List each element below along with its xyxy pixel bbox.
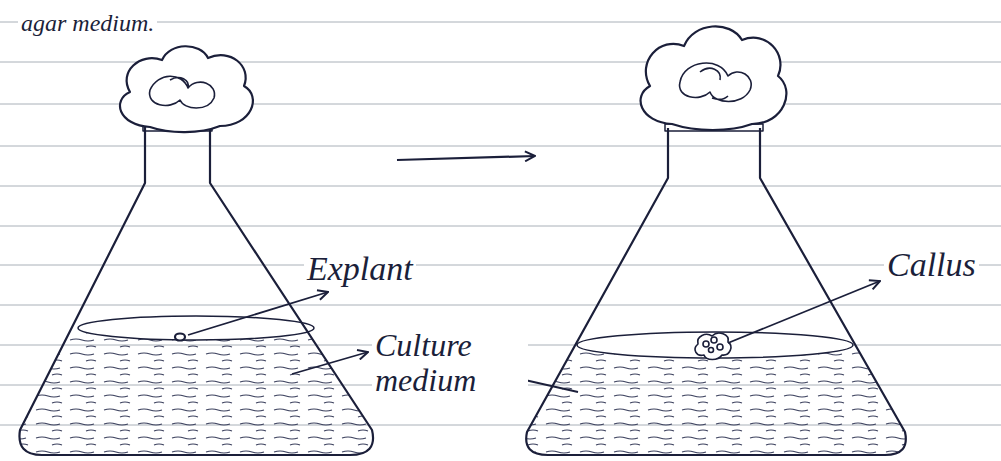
leader-lines <box>188 281 880 392</box>
heading-fragment: agar medium. <box>18 10 157 36</box>
cotton-plug <box>641 26 787 130</box>
callus <box>695 333 731 359</box>
right-flask <box>500 26 920 460</box>
part-label: Culture medium <box>372 328 528 398</box>
process-arrow <box>397 156 535 160</box>
explant <box>175 334 185 341</box>
part-label: Callus <box>884 246 979 283</box>
cotton-plug <box>120 46 253 132</box>
part-label: Explant <box>304 250 416 287</box>
